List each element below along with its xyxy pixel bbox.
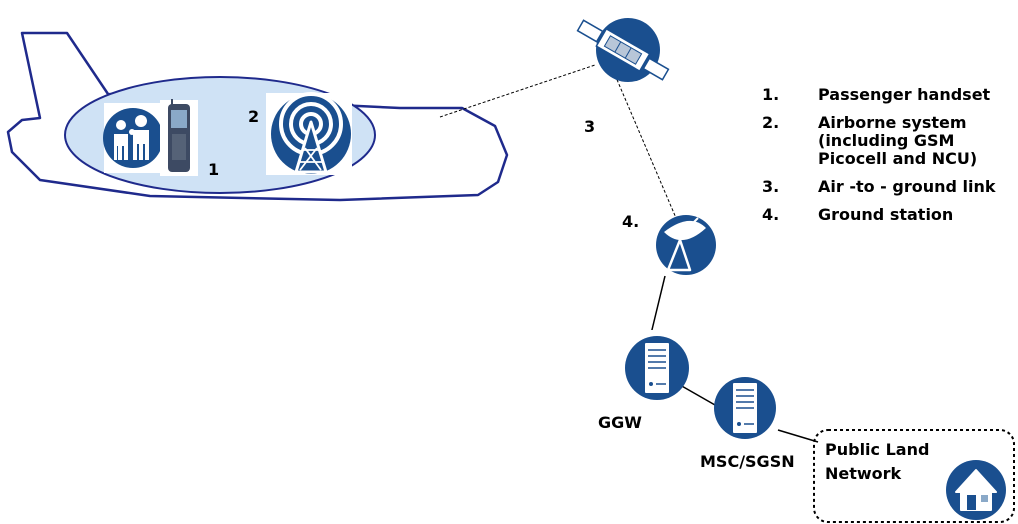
satellite-icon — [576, 18, 670, 82]
msc-to-pln-link — [777, 429, 819, 443]
airborne-number-label: 2 — [248, 107, 260, 126]
msc-sgsn-label: MSC/SGSN — [700, 452, 795, 471]
satellite-to-ground-link — [614, 74, 683, 233]
ground-to-ggw-link — [649, 275, 666, 339]
public-land-network-label-line1: Public Land — [825, 440, 930, 459]
legend-text: Airborne system (including GSM Picocell … — [818, 113, 978, 168]
satellite-number-label: 3 — [584, 117, 596, 136]
ggw-label: GGW — [598, 413, 642, 432]
home-icon — [946, 460, 1006, 520]
ggw-to-msc-link — [679, 384, 716, 406]
legend-number: 1. — [762, 85, 780, 104]
legend-item: 4. Ground station — [762, 206, 1012, 224]
legend-item: 1. Passenger handset — [762, 86, 1012, 104]
legend-number: 4. — [762, 205, 780, 224]
legend-text: Air -to - ground link — [818, 177, 996, 196]
ground-station-number-label: 4. — [622, 212, 640, 231]
legend-text: Passenger handset — [818, 85, 991, 104]
server-icon — [714, 377, 776, 439]
antenna-tower-icon — [266, 92, 352, 175]
mobile-phone-icon — [160, 99, 198, 176]
satellite-dish-icon — [656, 209, 719, 275]
public-land-network-box — [813, 429, 1015, 523]
legend-text: Ground station — [818, 205, 954, 224]
legend-number: 3. — [762, 177, 780, 196]
legend-item: 2. Airborne system (including GSM Picoce… — [762, 114, 1012, 168]
air-to-satellite-link — [439, 64, 596, 118]
legend-item: 3. Air -to - ground link — [762, 178, 1012, 196]
public-land-network-label-line2: Network — [825, 464, 902, 483]
people-icon — [103, 103, 163, 173]
legend-number: 2. — [762, 113, 780, 132]
handset-number-label: 1 — [208, 160, 220, 179]
legend: 1. Passenger handset 2. Airborne system … — [762, 86, 1012, 234]
server-icon — [616, 330, 689, 400]
